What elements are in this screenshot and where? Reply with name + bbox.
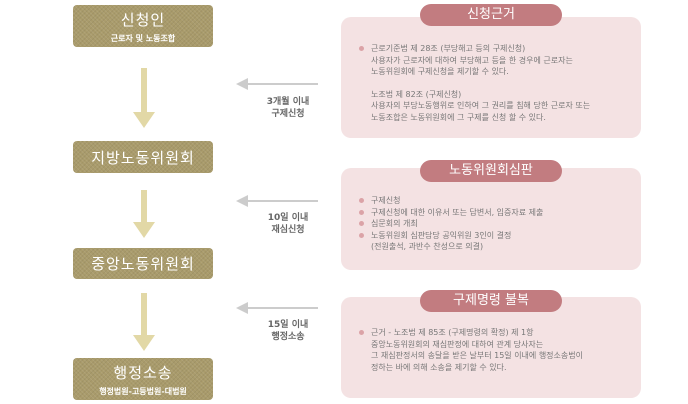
panel-commission-trial: 구제신청 구제신청에 대한 이유서 또는 답변서, 입증자료 제출 심문회의 개… <box>341 168 641 270</box>
deadline-period: 10일 이내 <box>267 213 309 223</box>
deadline-action: 재심신청 <box>271 225 305 235</box>
left-arrow-icon <box>236 195 318 207</box>
panel-remedy-objection: 근거 - 노조법 제 85조 (구제명령의 확정) 제 1항 중앙노동위원회의 … <box>341 297 641 398</box>
list-text: (전원출석, 과반수 찬성으로 의결) <box>371 242 484 251</box>
step-subtitle: 행정법원-고등법원-대법원 <box>99 386 187 396</box>
list-item: 심문회의 개최 <box>359 218 641 230</box>
step-regional-commission: 지방노동위원회 <box>73 141 213 173</box>
step-subtitle: 근로자 및 노동조합 <box>110 33 176 43</box>
list-item: 구제신청에 대한 이유서 또는 답변서, 입증자료 제출 <box>359 207 641 219</box>
step-title: 지방노동위원회 <box>91 148 195 167</box>
step-title: 행정소송 <box>113 363 173 382</box>
step-central-commission: 중앙노동위원회 <box>73 248 213 279</box>
list-item: 근로기준법 제 28조 (부당해고 등의 구제신청) <box>359 43 641 55</box>
left-arrow-icon <box>236 302 318 314</box>
list-text: 사용자가 근로자에 대하여 부당해고 등을 한 경우에 근로자는 <box>371 55 573 65</box>
list-text: 노조법 제 82조 (구제신청) <box>371 89 462 99</box>
deadline-action: 구제신청 <box>271 109 305 119</box>
list-item: 노동위원회 심판담당 공익위원 3인이 결정 <box>359 230 641 242</box>
deadline-period: 3개월 이내 <box>266 97 310 107</box>
list-item: 근거 - 노조법 제 85조 (구제명령의 확정) 제 1항 <box>359 327 641 339</box>
deadline-action: 행정소송 <box>271 332 305 342</box>
step-title: 중앙노동위원회 <box>91 255 195 273</box>
down-arrow-icon <box>133 68 155 128</box>
panel-title: 노동위원회심판 <box>420 160 562 182</box>
panel-title: 구제명령 불복 <box>420 290 562 312</box>
list-text: 그 재심판정서의 송달을 받은 날부터 15일 이내에 행정소송법이 <box>371 351 583 360</box>
list-text: 노동조합은 노동위원회에 그 구제를 신청 할 수 있다. <box>371 112 546 122</box>
list-text: 노동위원회에 구제신청을 제기할 수 있다. <box>371 67 509 76</box>
panel-title: 신청근거 <box>420 4 562 26</box>
deadline-period: 15일 이내 <box>267 320 309 330</box>
panel-application-basis: 근로기준법 제 28조 (부당해고 등의 구제신청) 사용자가 근로자에 대하여… <box>341 17 641 138</box>
down-arrow-icon <box>133 293 155 351</box>
left-arrow-icon <box>236 78 318 90</box>
down-arrow-icon <box>133 190 155 238</box>
list-text: 사용자의 부당노동행위로 인하여 그 권리를 침해 당한 근로자 또는 <box>371 101 591 110</box>
list-text: 정하는 바에 의해 소송을 제기할 수 있다. <box>371 362 507 372</box>
list-text: 중앙노동위원회의 재심판정에 대하여 관계 당사자는 <box>371 339 544 349</box>
list-item: 구제신청 <box>359 195 641 207</box>
step-title: 신청인 <box>120 10 166 29</box>
